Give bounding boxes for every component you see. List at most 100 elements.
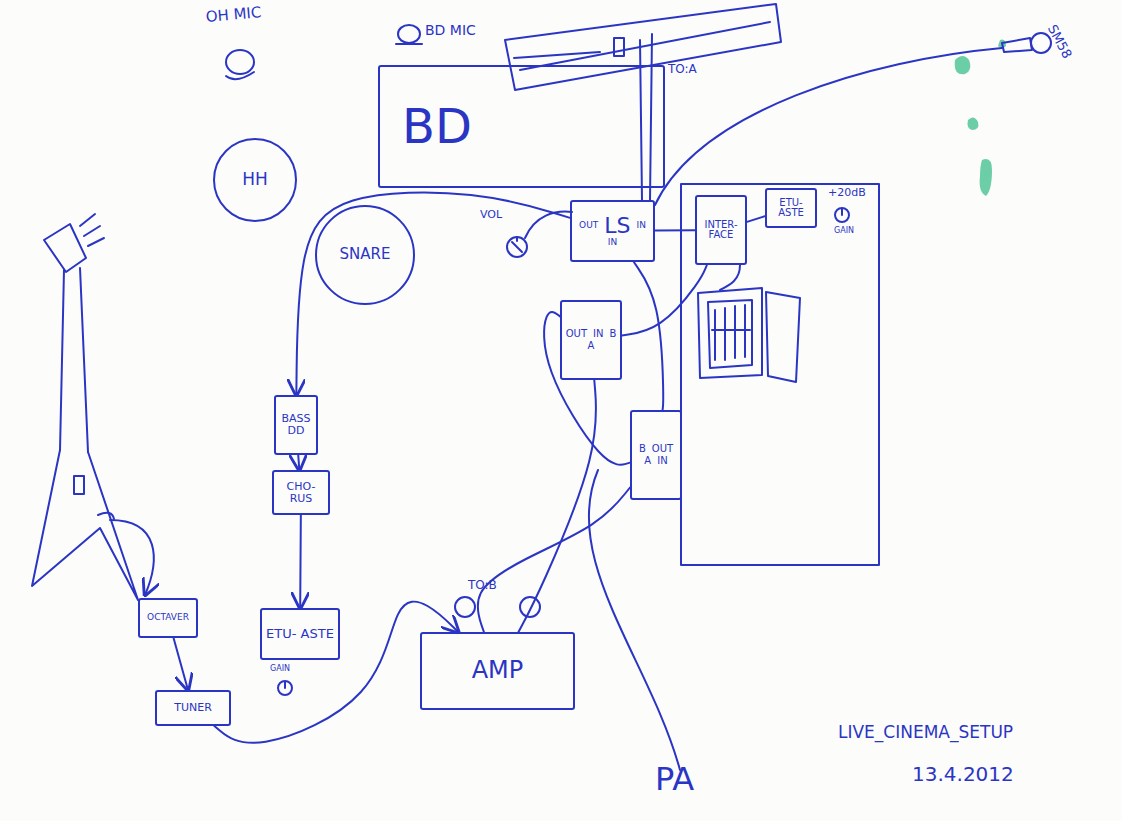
wire — [525, 212, 572, 238]
annotation-label: GAIN — [834, 226, 854, 235]
mic-cable — [655, 48, 1002, 205]
gain-knob — [278, 681, 292, 695]
circle-outline — [316, 206, 414, 304]
wire — [640, 40, 642, 200]
sheet-title: LIVE_CINEMA_SETUP — [838, 722, 1013, 742]
ls-box: OUTLSININ — [570, 200, 655, 262]
annotation-label: 13.4.2012 — [912, 762, 1014, 786]
beam-outline — [505, 4, 781, 90]
effect-pedal-box: OCTAVER — [138, 598, 198, 638]
cable-connector — [544, 312, 630, 465]
node-text: ETU- ASTE — [769, 198, 813, 219]
node-text: INTER- FACE — [699, 220, 743, 241]
tuner-box: TUNER — [155, 690, 231, 726]
annotation-label: PA — [655, 760, 694, 798]
bd-mic-symbol — [398, 25, 420, 43]
pedal-box: OUT IN B A — [560, 300, 622, 380]
beam-inner-line — [514, 52, 600, 58]
node-text: AMP — [472, 658, 524, 683]
wire — [720, 265, 740, 290]
node-text: IN — [657, 456, 667, 467]
interface-box: INTER- FACE — [695, 195, 747, 265]
guitar-strings-mark — [80, 214, 104, 246]
node-text: IN — [608, 238, 617, 247]
guitar-body — [32, 450, 138, 600]
cable-connector — [747, 216, 765, 222]
laptop-keyboard — [698, 288, 762, 378]
preamp-box: ETU- ASTE — [260, 608, 340, 660]
circle-outline — [214, 139, 296, 221]
node-text: ETU- ASTE — [266, 627, 334, 641]
annotation-label: GAIN — [270, 664, 290, 673]
amp-input-jack — [520, 597, 540, 617]
pa-cable — [589, 470, 680, 770]
cable-connector — [634, 262, 663, 410]
ink-blots — [955, 40, 1006, 196]
cable-connector — [655, 229, 695, 231]
amp-box: AMP — [420, 632, 575, 710]
annotation-label: +20dB — [828, 186, 866, 199]
knob-mark — [841, 209, 843, 215]
mic-base-mark — [396, 43, 422, 45]
knob-mark — [284, 682, 286, 688]
node-text: A — [644, 456, 651, 467]
node-text: HH — [242, 171, 268, 189]
effect-pedal-box: CHO- RUS — [272, 470, 330, 515]
node-text: A — [588, 341, 595, 352]
cable-connector — [622, 265, 707, 336]
cable-connector — [296, 192, 570, 395]
annotation-label: TO:A — [668, 62, 697, 76]
guitar-headstock — [44, 224, 86, 272]
laptop-keys — [708, 300, 752, 368]
overhead-mic-symbol — [226, 50, 254, 74]
annotation-label: VOL — [480, 208, 502, 221]
pedal-box: BOUTAIN — [630, 410, 682, 500]
ink-blot — [968, 117, 979, 130]
amp-input-jack — [455, 597, 475, 617]
preamp-box: ETU- ASTE — [765, 188, 817, 228]
guitar-cable — [110, 520, 154, 595]
guitar-neck — [60, 268, 88, 452]
hihat-circle: HH — [213, 138, 297, 222]
node-text: B — [639, 444, 646, 455]
guitar-pickup — [74, 476, 84, 494]
gain-knob — [835, 208, 849, 222]
cable-connector — [298, 455, 299, 470]
node-text: B — [609, 329, 616, 340]
cable-connector — [518, 380, 596, 632]
node-text: CHO- RUS — [276, 481, 326, 504]
ink-blot — [980, 159, 992, 196]
cable-connector — [478, 488, 630, 633]
beam-inner-line — [520, 22, 770, 70]
mic-stand-mark — [226, 72, 254, 79]
node-text: IN — [593, 329, 603, 340]
guitar-knob — [98, 513, 114, 519]
annotation-label: TO:B — [468, 578, 497, 592]
cable-connector — [299, 515, 302, 608]
ink-blot — [955, 56, 971, 74]
laptop-screen — [766, 292, 800, 382]
volume-knob — [507, 237, 527, 257]
effect-pedal-box: BASS DD — [274, 395, 318, 455]
cable-connector — [174, 638, 188, 690]
knob-marks — [512, 237, 522, 252]
node-text: BASS DD — [278, 413, 314, 436]
snare-circle: SNARE — [315, 205, 415, 305]
bass-drum-box: BD — [378, 65, 665, 188]
node-text: OCTAVER — [147, 613, 189, 622]
wire — [650, 34, 652, 200]
node-text: IN — [637, 221, 646, 230]
annotation-label: SM58 — [1045, 22, 1075, 61]
node-text: BD — [402, 101, 472, 151]
node-text: OUT — [579, 221, 598, 230]
node-text: LS — [604, 214, 630, 237]
annotation-label: BD MIC — [425, 22, 476, 38]
sm58-body — [1002, 38, 1032, 52]
node-text: SNARE — [340, 247, 391, 263]
node-text: OUT — [566, 329, 587, 340]
table-outline — [681, 184, 879, 565]
node-text: TUNER — [174, 702, 212, 714]
